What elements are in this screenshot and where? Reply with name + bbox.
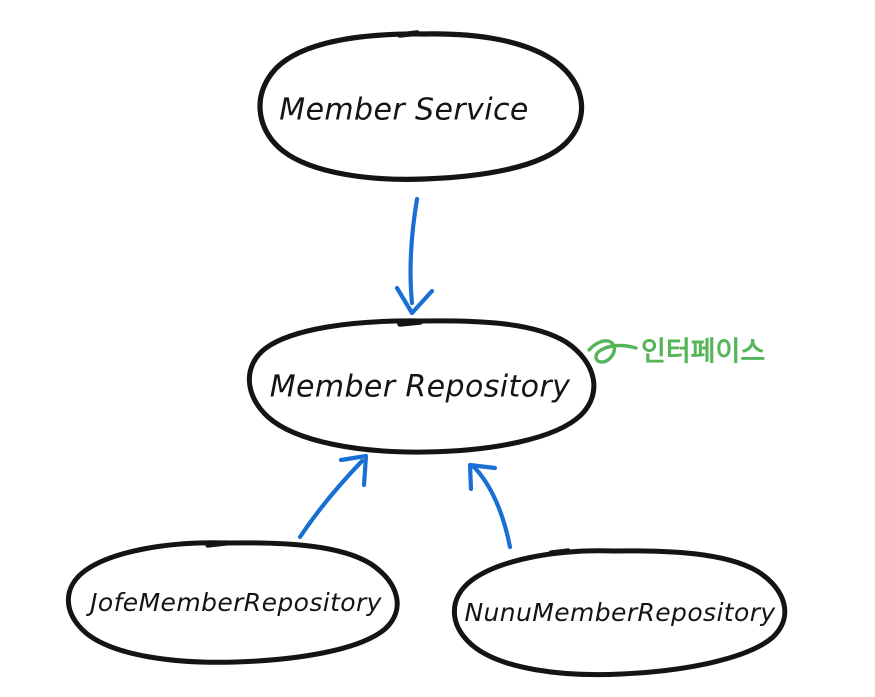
jofe-member-repository-label: JofeMemberRepository bbox=[85, 588, 383, 617]
member-repository-label: Member Repository bbox=[270, 370, 571, 405]
member-repository-ellipse-outline bbox=[246, 318, 597, 455]
jofe-member-repository-ellipse-outline bbox=[65, 540, 400, 665]
nunu-member-repository-pen-nub bbox=[548, 548, 571, 556]
node-member-service[interactable]: Member Service bbox=[257, 30, 585, 182]
interface-annotation-squiggle-leader bbox=[587, 339, 638, 364]
interface-annotation[interactable]: 인터페이스 bbox=[587, 337, 765, 368]
edge-service-to-repository-line bbox=[408, 196, 420, 306]
edge-jofe-to-repository-line bbox=[297, 458, 365, 540]
jofe-member-repository-pen-nub bbox=[205, 540, 229, 548]
interface-annotation-label: 인터페이스 bbox=[641, 337, 765, 368]
edge-nunu-to-repository[interactable] bbox=[467, 462, 513, 550]
member-service-ellipse-outline bbox=[257, 31, 585, 182]
nunu-member-repository-label: NunuMemberRepository bbox=[464, 598, 776, 627]
edge-nunu-to-repository-arrowhead bbox=[467, 462, 498, 492]
member-repository-pen-nub bbox=[397, 319, 423, 327]
node-nunu-member-repository[interactable]: NunuMemberRepository bbox=[451, 548, 788, 678]
edge-jofe-to-repository-arrowhead bbox=[338, 453, 369, 488]
node-member-repository[interactable]: Member Repository bbox=[246, 318, 597, 455]
edge-service-to-repository[interactable] bbox=[394, 196, 435, 316]
nunu-member-repository-ellipse-outline bbox=[451, 548, 788, 678]
edge-nunu-to-repository-line bbox=[470, 463, 513, 550]
member-service-pen-nub bbox=[397, 30, 420, 38]
edge-jofe-to-repository[interactable] bbox=[297, 453, 369, 540]
edge-service-to-repository-arrowhead bbox=[394, 285, 435, 316]
member-service-label: Member Service bbox=[279, 93, 528, 128]
node-jofe-member-repository[interactable]: JofeMemberRepository bbox=[65, 540, 400, 665]
